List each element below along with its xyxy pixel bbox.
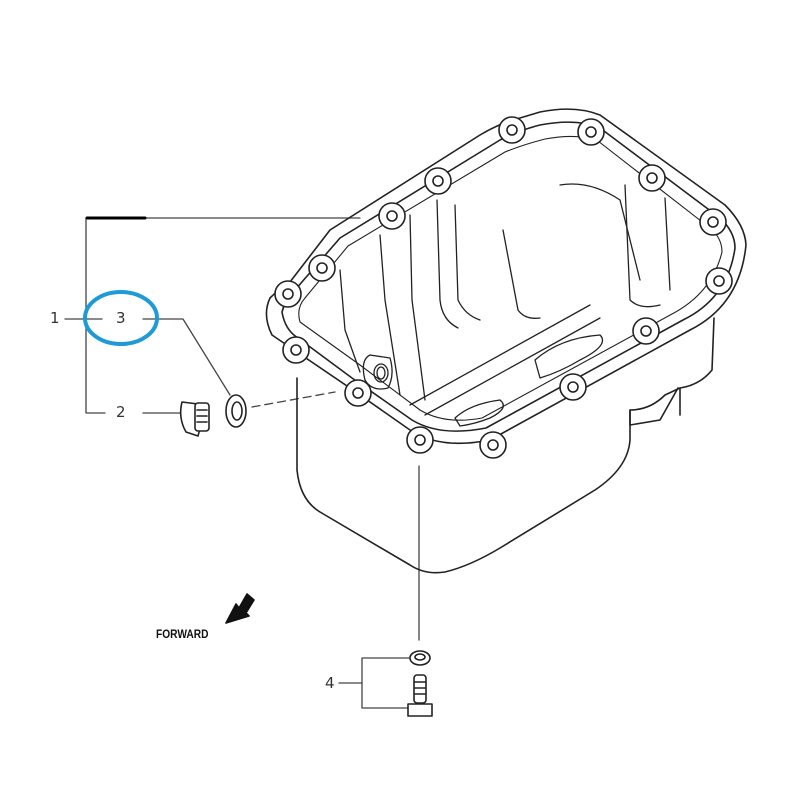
pan-interior [339,183,671,427]
forward-arrow-icon [225,593,255,624]
bolt-and-washer-icon [407,650,433,717]
callout-4: 4 [325,674,335,692]
forward-label: FORWARD [156,627,209,641]
flange [265,108,747,445]
drain-plug-icon [179,401,210,437]
bolt-holes [274,116,733,459]
washer-icon [225,394,247,428]
highlight-ellipse [83,290,159,346]
pan-shell [296,317,715,574]
callout-1: 1 [50,309,60,327]
callout-3: 3 [116,309,126,327]
callout-2: 2 [116,403,126,421]
